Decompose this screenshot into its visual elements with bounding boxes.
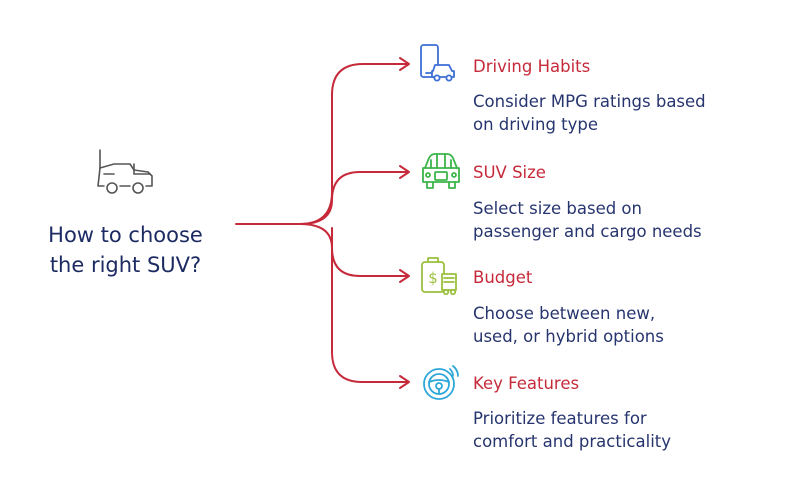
branch-desc-suv-size: Select size based on passenger and cargo… xyxy=(473,197,702,243)
suv-icon xyxy=(97,149,153,194)
steering-wheel-icon xyxy=(423,365,459,400)
branch-desc-driving-habits: Consider MPG ratings based on driving ty… xyxy=(473,90,706,136)
connector-suv-size xyxy=(299,165,410,225)
branch-desc-key-features: Prioritize features for comfort and prac… xyxy=(473,407,671,453)
branch-title-budget: Budget xyxy=(473,268,533,287)
connector-trunk xyxy=(235,63,408,225)
branch-desc-line: Select size based on xyxy=(473,199,642,218)
branch-desc-line: Choose between new, xyxy=(473,304,656,323)
car-front-icon xyxy=(422,153,460,189)
connector-budget xyxy=(299,223,410,283)
svg-text:$: $ xyxy=(428,269,438,287)
branch-title-suv-size: SUV Size xyxy=(473,163,546,182)
branch-desc-line: on driving type xyxy=(473,115,599,134)
branch-desc-line: Prioritize features for xyxy=(473,409,647,428)
branch-desc-line: Consider MPG ratings based xyxy=(473,92,706,111)
root-title-line-2: the right SUV? xyxy=(49,253,202,277)
root-title-line-1: How to choose xyxy=(48,223,203,247)
branch-desc-line: used, or hybrid options xyxy=(473,327,664,346)
connector-key-features xyxy=(331,227,410,389)
root-title: How to choose the right SUV? xyxy=(18,220,233,280)
connector-driving-habits xyxy=(399,57,410,71)
connectors xyxy=(235,57,410,389)
branch-title-driving-habits: Driving Habits xyxy=(473,57,591,76)
branch-desc-line: passenger and cargo needs xyxy=(473,222,702,241)
phone-car-icon xyxy=(420,44,455,82)
branch-title-key-features: Key Features xyxy=(473,374,580,393)
budget-icon: $ xyxy=(421,257,457,296)
branch-desc-budget: Choose between new, used, or hybrid opti… xyxy=(473,302,664,348)
branch-desc-line: comfort and practicality xyxy=(473,432,672,451)
